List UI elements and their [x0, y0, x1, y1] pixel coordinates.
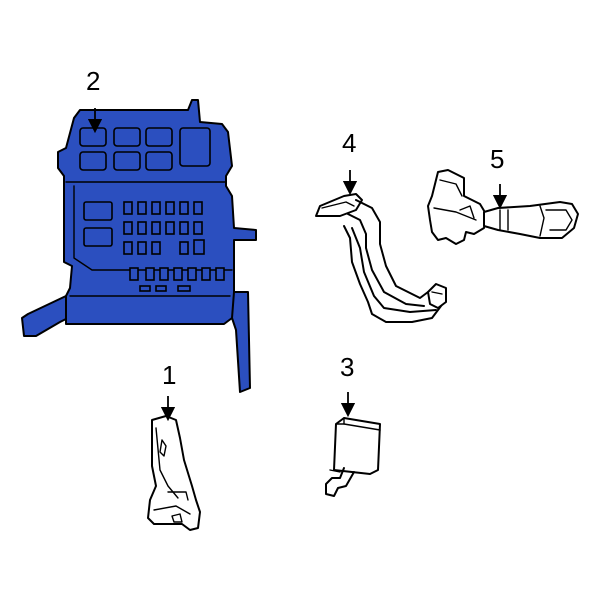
callout-3-label[interactable]: 3: [340, 352, 354, 382]
callout-5-label[interactable]: 5: [490, 144, 504, 174]
part-2-left-tab: [21, 295, 69, 337]
part-4-switch-harness[interactable]: [315, 193, 447, 323]
part-1-bracket[interactable]: [147, 415, 201, 531]
part-3-module[interactable]: [325, 417, 381, 497]
part-2-bracket: [231, 291, 251, 393]
callout-4-label[interactable]: 4: [342, 128, 356, 158]
part-5-combination-switch[interactable]: [427, 169, 579, 245]
callout-arrows: [87, 108, 508, 422]
part-2-junction-block[interactable]: [21, 99, 257, 393]
callout-1-label[interactable]: 1: [162, 360, 176, 390]
part-2-fuse-slots: [123, 201, 225, 292]
callout-2-label[interactable]: 2: [86, 66, 100, 96]
